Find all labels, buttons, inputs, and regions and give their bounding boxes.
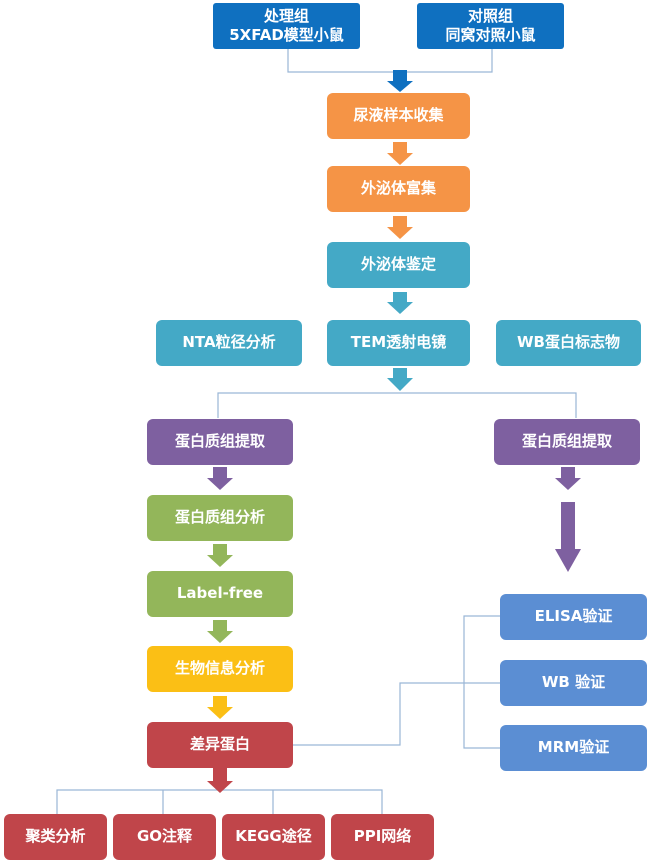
go-annotation-box: GO注释 xyxy=(113,814,216,860)
arrow-labelfree-to-bioinformatics xyxy=(207,620,233,643)
exosome-enrichment-box: 外泌体富集 xyxy=(327,166,470,212)
nta-analysis-box: NTA粒径分析 xyxy=(156,320,302,366)
treatment-group-subtitle: 5XFAD模型小鼠 xyxy=(229,26,344,44)
ppi-network-box: PPI网络 xyxy=(331,814,434,860)
arrow-right-extraction-small xyxy=(555,467,581,490)
urine-collection-box: 尿液样本收集 xyxy=(327,93,470,139)
wb-markers-box: WB蛋白标志物 xyxy=(496,320,641,366)
arrow-tem-to-split xyxy=(387,368,413,391)
treatment-group-box: 处理组 5XFAD模型小鼠 xyxy=(213,3,360,49)
arrow-extraction-to-analysis xyxy=(207,467,233,490)
arrow-groups-to-collection xyxy=(387,70,413,92)
clustering-analysis-box: 聚类分析 xyxy=(4,814,107,860)
validation-bracket-connector xyxy=(463,615,500,749)
arrow-bioinformatics-to-diff xyxy=(207,696,233,719)
wb-validation-box: WB 验证 xyxy=(500,660,647,706)
label-free-box: Label-free xyxy=(147,571,293,617)
arrow-diff-to-results xyxy=(207,768,233,793)
arrow-identification-to-tem xyxy=(387,292,413,314)
differential-proteins-box: 差异蛋白 xyxy=(147,722,293,768)
control-group-subtitle: 同窝对照小鼠 xyxy=(445,26,536,44)
tem-microscopy-box: TEM透射电镜 xyxy=(327,320,470,366)
results-split-connector xyxy=(56,789,383,814)
arrow-collection-to-enrichment xyxy=(387,142,413,165)
proteome-extraction-right-box: 蛋白质组提取 xyxy=(494,419,640,465)
arrow-enrichment-to-identification xyxy=(387,216,413,239)
arrow-right-extraction-long xyxy=(555,502,581,572)
control-group-title: 对照组 xyxy=(467,6,513,25)
kegg-pathway-box: KEGG途径 xyxy=(222,814,325,860)
elisa-validation-box: ELISA验证 xyxy=(500,594,647,640)
arrow-analysis-to-labelfree xyxy=(207,544,233,567)
exosome-identification-box: 外泌体鉴定 xyxy=(327,242,470,288)
treatment-group-title: 处理组 xyxy=(263,6,309,25)
tem-split-connector xyxy=(217,392,577,418)
control-group-box: 对照组 同窝对照小鼠 xyxy=(417,3,564,49)
proteome-extraction-left-box: 蛋白质组提取 xyxy=(147,419,293,465)
mrm-validation-box: MRM验证 xyxy=(500,725,647,771)
bioinformatics-box: 生物信息分析 xyxy=(147,646,293,692)
diff-to-wb-connector xyxy=(293,682,500,746)
proteome-analysis-box: 蛋白质组分析 xyxy=(147,495,293,541)
group-merge-connector xyxy=(287,48,493,73)
